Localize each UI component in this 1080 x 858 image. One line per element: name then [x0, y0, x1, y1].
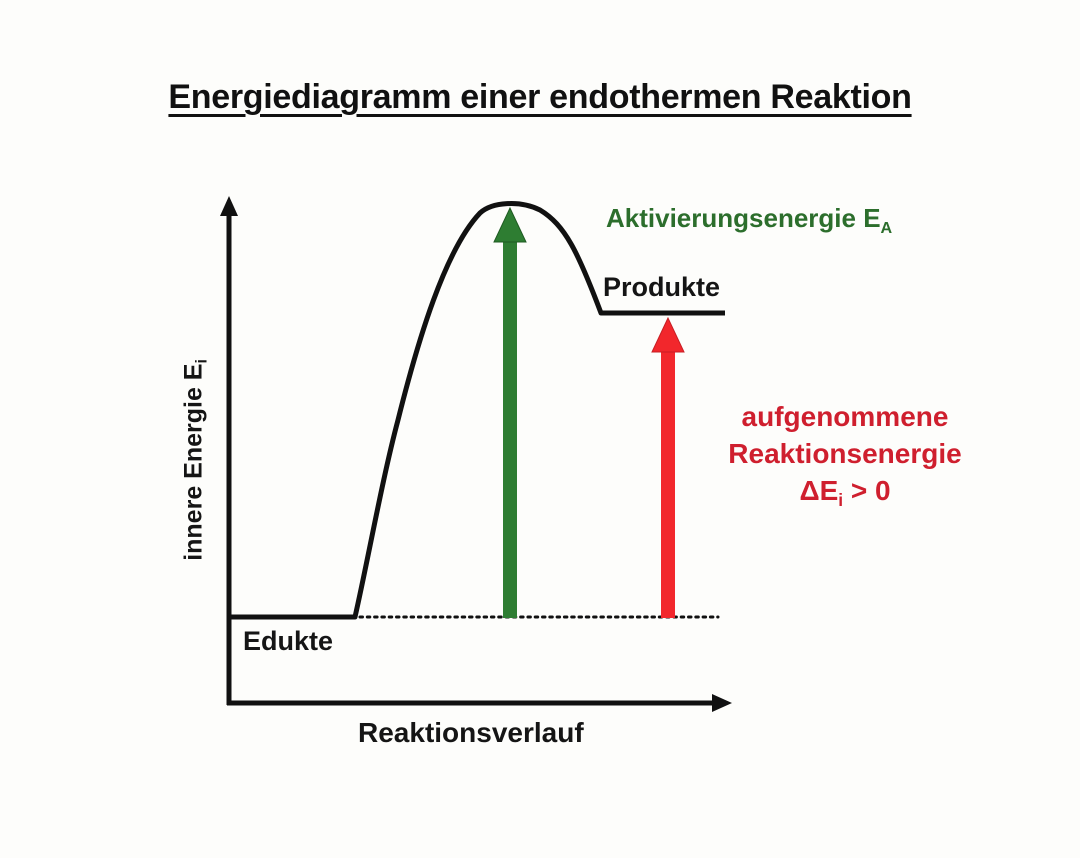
reaction-energy-label: aufgenommene Reaktionsenergie ΔEi > 0: [700, 398, 990, 513]
x-axis: [227, 694, 732, 712]
reaction-energy-arrow: [651, 316, 685, 618]
activation-energy-label-text: Aktivierungsenergie E: [606, 203, 881, 233]
activation-energy-subscript: A: [880, 218, 893, 237]
delta-e-condition: > 0: [843, 475, 891, 506]
y-axis-label: innere Energie Ei: [179, 359, 211, 561]
x-axis-label: Reaktionsverlauf: [358, 717, 584, 748]
x-axis-arrowhead-icon: [712, 694, 732, 712]
reaction-energy-line-2: Reaktionsenergie: [728, 438, 962, 469]
activation-energy-label: Aktivierungsenergie EA: [606, 203, 893, 237]
delta-e-subscript: i: [838, 490, 844, 511]
y-axis-label-subscript: i: [193, 359, 211, 364]
diagram-title: Energiediagramm einer endothermen Reakti…: [168, 78, 912, 116]
reaction-energy-line-1: aufgenommene: [741, 401, 949, 432]
energy-curve: [229, 201, 725, 620]
activation-energy-arrow: [493, 206, 527, 618]
y-axis: [220, 196, 238, 705]
y-axis-arrowhead-icon: [220, 196, 238, 216]
products-label: Produkte: [603, 272, 721, 302]
y-axis-label-text: innere Energie E: [179, 363, 208, 561]
delta-e-symbol: ΔE: [799, 475, 839, 506]
reaction-energy-line-3: ΔEi > 0: [700, 472, 990, 513]
reactants-label: Edukte: [243, 626, 334, 656]
